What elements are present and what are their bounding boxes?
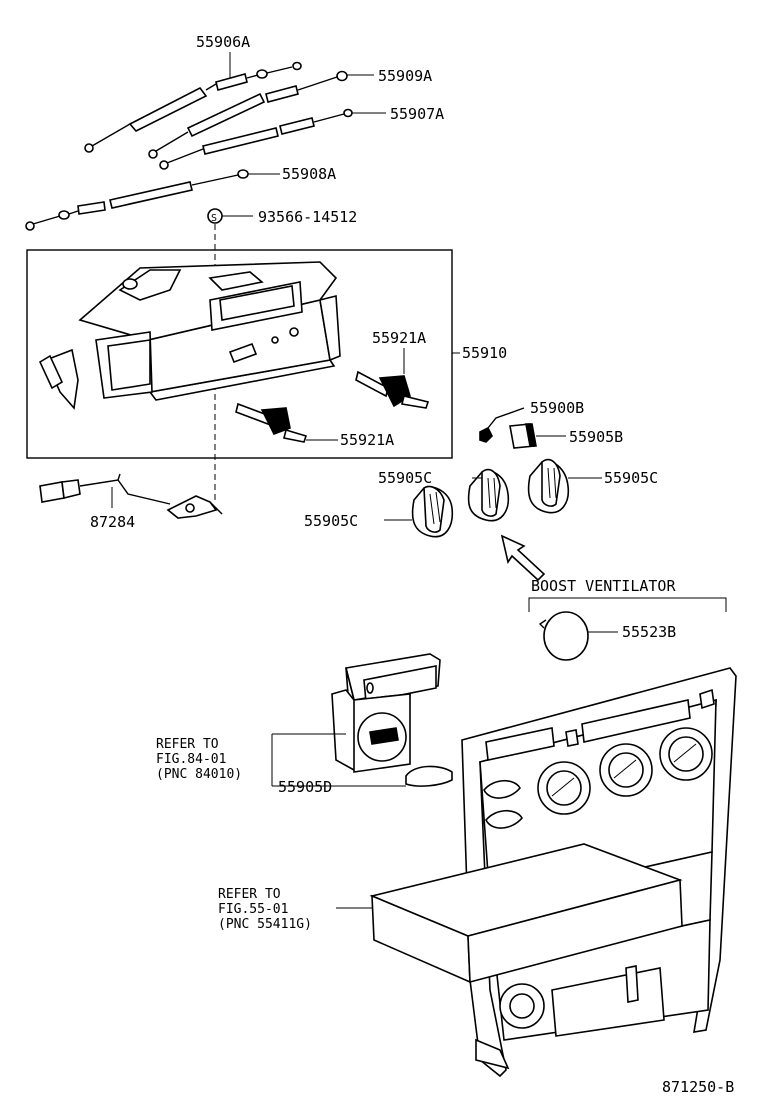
knob-55905C-middle — [467, 468, 510, 522]
label-55909A: 55909A — [378, 67, 432, 85]
screw-93566-symbol: S — [207, 208, 223, 224]
screw-mark: S — [211, 213, 217, 224]
cable-55907A — [159, 108, 353, 170]
control-assembly-box — [26, 249, 453, 459]
cable-55909A — [148, 70, 348, 159]
knob-55905B — [509, 423, 537, 449]
lamp-55921A-lower — [235, 402, 308, 443]
control-assembly-housing — [38, 261, 341, 410]
bulb-55900B — [479, 407, 525, 443]
label-55523B: 55523B — [622, 623, 676, 641]
label-55905B: 55905B — [569, 428, 623, 446]
knob-55905D — [405, 765, 453, 787]
refer2-line3: (PNC 55411G) — [218, 917, 312, 932]
refer2-line2: FIG.55-01 — [218, 902, 288, 917]
arrow-boost-ventilator — [500, 534, 546, 582]
label-55905C-right: 55905C — [604, 469, 658, 487]
label-55906A: 55906A — [196, 33, 250, 51]
label-55910: 55910 — [462, 344, 507, 362]
label-55900B: 55900B — [530, 399, 584, 417]
cable-55908A — [25, 169, 249, 231]
label-55907A: 55907A — [390, 105, 444, 123]
knob-55905C-left — [411, 485, 454, 538]
refer1-line2: FIG.84-01 — [156, 752, 226, 767]
wire-harness-87284 — [39, 473, 223, 519]
label-55921A-upper: 55921A — [372, 329, 426, 347]
label-55908A: 55908A — [282, 165, 336, 183]
label-55905D: 55905D — [278, 778, 332, 796]
boost-ventilator-title: BOOST VENTILATOR — [531, 577, 676, 595]
knob-55905C-right — [527, 458, 570, 514]
radio-box-55411G — [369, 843, 683, 984]
cap-55523B — [538, 611, 589, 661]
label-87284: 87284 — [90, 513, 135, 531]
cable-55906A — [84, 61, 302, 153]
label-93566-14512: 93566-14512 — [258, 208, 357, 226]
control-unit-84010 — [331, 653, 441, 773]
label-55905C-top: 55905C — [378, 469, 432, 487]
instrument-panel — [461, 667, 737, 1078]
refer1-line3: (PNC 84010) — [156, 767, 242, 782]
label-55905C-left: 55905C — [304, 512, 358, 530]
label-55921A-lower: 55921A — [340, 431, 394, 449]
lamp-55921A-upper — [355, 370, 430, 409]
refer1-line1: REFER TO — [156, 737, 219, 752]
refer2-line1: REFER TO — [218, 887, 281, 902]
figure-code: 871250-B — [662, 1078, 734, 1096]
